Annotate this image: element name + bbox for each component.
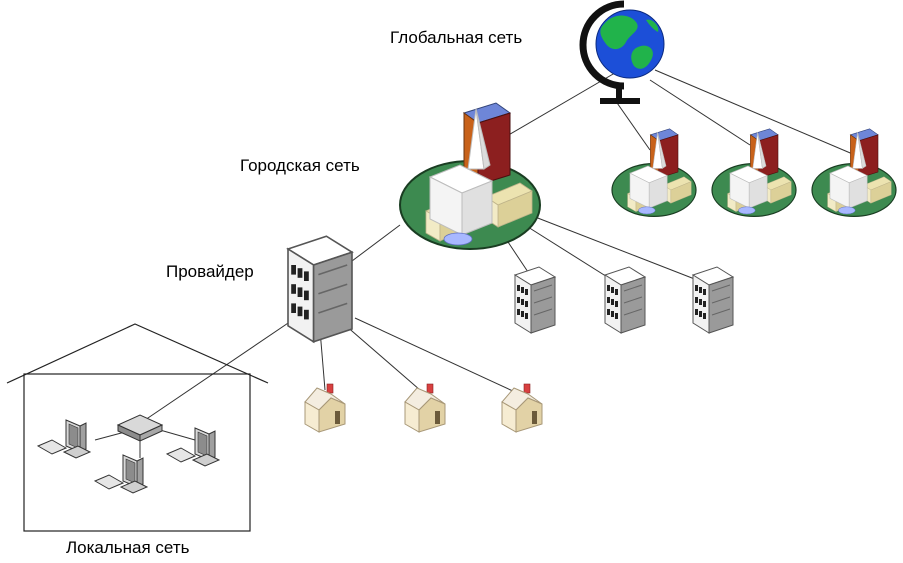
city-building-icon [399,102,541,250]
house-icon [304,383,346,433]
label-local-network: Локальная сеть [66,538,190,557]
label-provider: Провайдер [166,262,254,281]
computer-icon [94,454,148,494]
server-icon [692,266,734,334]
label-city-network: Городская сеть [240,156,360,175]
city-building-icon [611,128,697,217]
globe-icon [583,4,664,104]
computer-icon [166,427,220,467]
switch-icon [117,414,163,442]
label-global-network: Глобальная сеть [390,28,523,47]
server-icon [514,266,556,334]
server-icon [287,235,353,343]
house-icon [404,383,446,433]
server-icon [604,266,646,334]
house-icon [501,383,543,433]
computer-icon [37,419,91,459]
local-network-enclosure [6,323,269,532]
city-building-icon [711,128,797,217]
